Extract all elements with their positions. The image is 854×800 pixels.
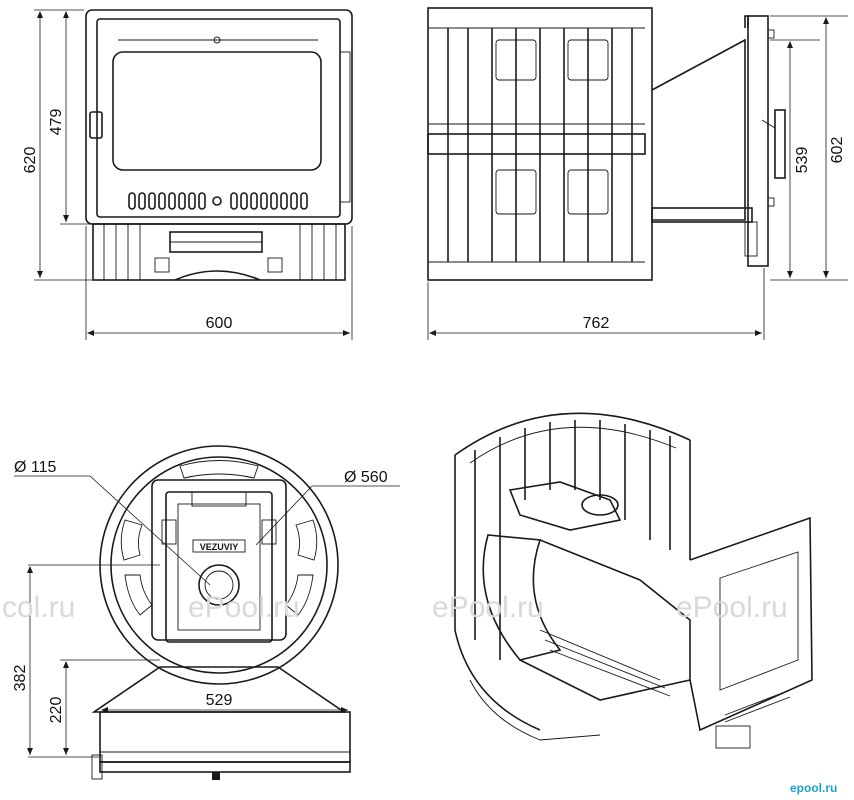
watermark-2: ePool.ru <box>188 591 300 624</box>
watermark-1: col.ru <box>2 591 75 624</box>
side-height-inner-label: 539 <box>794 147 811 174</box>
front-width-label: 600 <box>206 315 233 332</box>
top-view <box>14 445 400 780</box>
isometric-view <box>454 412 813 749</box>
front-vent-slots <box>128 192 308 210</box>
watermark-3: ePool.ru <box>432 591 544 624</box>
top-base-width-label: 529 <box>206 692 233 709</box>
front-height-total-label: 620 <box>22 147 39 174</box>
top-diameter-small-label: Ø 115 <box>14 459 57 476</box>
brand-plate-label: VEZUVIY <box>200 542 239 552</box>
top-diameter-large-label: Ø 560 <box>344 469 388 486</box>
watermark-4: ePool.ru <box>676 591 788 624</box>
front-view <box>34 9 353 340</box>
front-height-door-label: 479 <box>48 109 65 136</box>
side-view <box>427 7 848 340</box>
top-height-total-label: 382 <box>12 665 29 692</box>
side-height-outer-label: 602 <box>829 137 846 164</box>
top-height-base-label: 220 <box>48 697 65 724</box>
epool-logo: epool.ru <box>790 781 837 795</box>
side-width-label: 762 <box>583 315 610 332</box>
